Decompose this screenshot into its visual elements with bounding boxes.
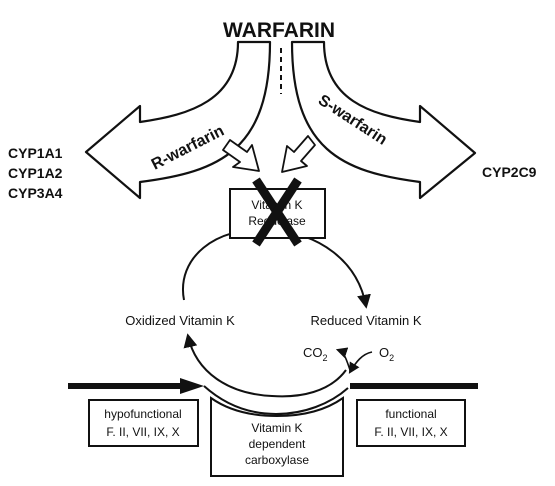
- functional-factors: F. II, VII, IX, X: [374, 425, 447, 439]
- functional-label: functional: [385, 407, 436, 421]
- factor-flow-dip: [203, 385, 349, 416]
- oxidized-vitamin-k-label: Oxidized Vitamin K: [125, 313, 235, 328]
- functional-box: [356, 399, 466, 447]
- o2-uptake-arrow: [348, 351, 373, 374]
- cyp1a1-label: CYP1A1: [8, 145, 63, 161]
- cyp3a4-label: CYP3A4: [8, 185, 63, 201]
- hypofunctional-factors: F. II, VII, IX, X: [106, 425, 179, 439]
- carboxylase-line2: dependent: [249, 437, 306, 451]
- hypofunctional-box: [88, 399, 199, 447]
- cyp1a2-label: CYP1A2: [8, 165, 63, 181]
- carboxylase-line3: carboxylase: [245, 453, 309, 467]
- cycle-arc-bottom: [183, 333, 347, 398]
- co2-label: CO2: [303, 345, 328, 363]
- reductase-label-line2: Reductase: [248, 214, 306, 228]
- factor-flow-arrowhead: [180, 378, 204, 394]
- r-inhibition-arrow: [222, 139, 260, 172]
- s-warfarin-pathway-arrow: [290, 40, 477, 200]
- carboxylase-box: [210, 396, 344, 477]
- r-warfarin-pathway-arrow: [84, 40, 272, 200]
- co2-release-arrow: [335, 347, 351, 371]
- o2-label: O2: [379, 345, 394, 363]
- cyp2c9-label: CYP2C9: [482, 164, 537, 180]
- cycle-arc-top: [181, 228, 371, 309]
- hypofunctional-label: hypofunctional: [104, 407, 181, 421]
- s-inhibition-arrow: [281, 135, 316, 173]
- inhibition-x-mark: [252, 177, 302, 247]
- carboxylase-line1: Vitamin K: [251, 421, 302, 435]
- reduced-vitamin-k-label: Reduced Vitamin K: [310, 313, 421, 328]
- drug-title: WARFARIN: [223, 19, 335, 42]
